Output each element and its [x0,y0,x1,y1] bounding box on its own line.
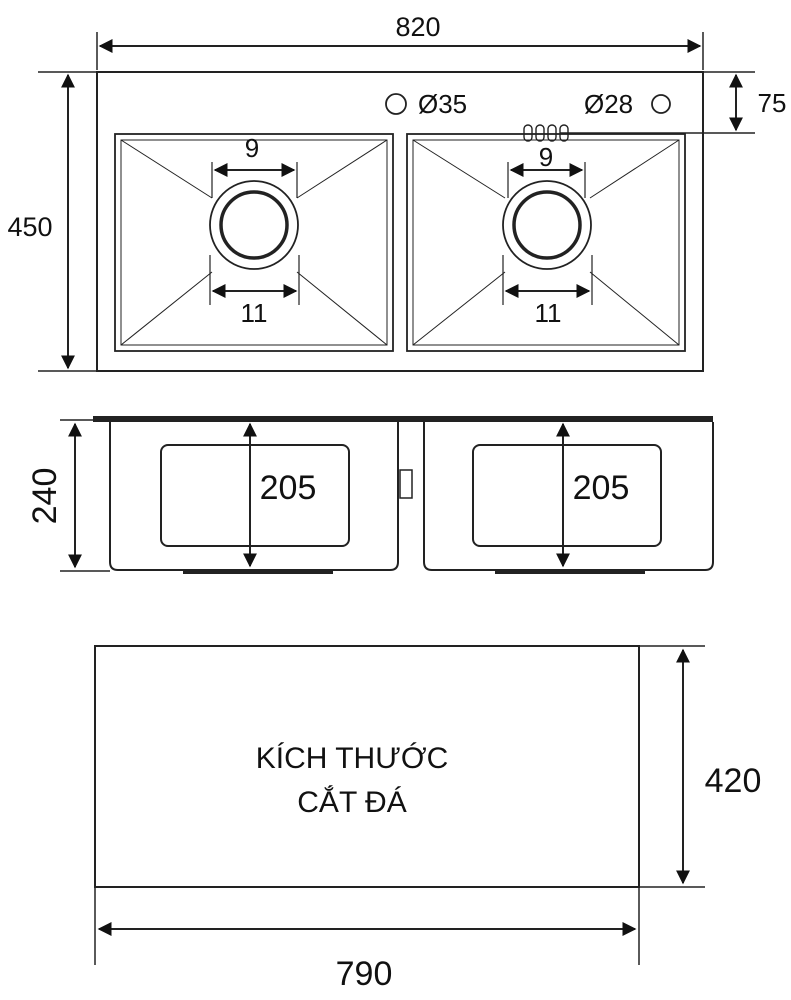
left-drain-stub [183,570,333,574]
width-label: 820 [395,12,440,42]
right-drain-top-label: 9 [539,142,553,172]
right-bowl-slope-bl [412,271,506,346]
deck-label: 75 [758,88,787,118]
right-bowl-slope-tr [589,139,680,199]
left-bowl-rim [114,133,394,352]
top-view: 820 450 75 Ø35 Ø28 [7,12,787,372]
accessory-hole-label: Ø28 [584,89,633,119]
left-bowl-inner [120,139,388,346]
right-bowl-top: 9 11 [406,133,686,352]
left-drain-icon [219,190,289,260]
right-drain-stub [495,570,645,574]
right-bowl-inner [412,139,680,346]
faucet-hole-label: Ø35 [418,89,467,119]
cutout-width-label: 790 [336,955,393,993]
left-bowl-inner-profile [160,444,350,547]
left-drain-outer [209,180,299,270]
right-depth-label: 205 [573,469,630,507]
left-drain-bottom-label: 11 [241,298,268,328]
left-depth-label: 205 [260,469,317,507]
cutout-title-line1: KÍCH THƯỚC [256,742,448,775]
height-label: 450 [7,212,52,242]
left-bowl-slope-br [296,271,388,346]
right-drain-outer [502,180,592,270]
right-bowl-slope-tl [412,139,506,199]
side-view: 240 205 205 [26,416,714,574]
left-bowl-slope-tl [120,139,213,199]
right-bowl-slope-br [589,271,680,346]
left-bowl-slope-tr [296,139,388,199]
cutout-view: KÍCH THƯỚC CẮT ĐÁ 420 790 [94,645,762,993]
accessory-hole-icon [651,94,671,114]
cutout-height-label: 420 [705,762,762,800]
side-flange [93,416,713,422]
sink-outline [96,71,704,372]
left-drain-top-label: 9 [245,133,259,163]
right-bowl-rim [406,133,686,352]
cutout-outline [94,645,640,888]
right-drain-bottom-label: 11 [535,298,562,328]
left-bowl-top: 9 11 [114,133,394,352]
right-drain-icon [512,190,582,260]
center-bridge [399,469,413,499]
right-bowl-inner-profile [472,444,662,547]
left-bowl-slope-bl [120,271,213,346]
faucet-hole-icon [385,93,407,115]
overflow-slots-icon [523,124,569,142]
side-height-label: 240 [26,468,64,525]
cutout-title-line2: CẮT ĐÁ [297,785,406,819]
